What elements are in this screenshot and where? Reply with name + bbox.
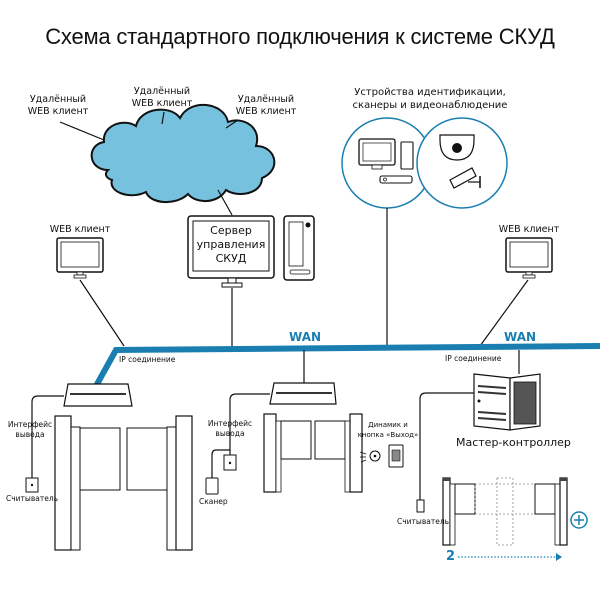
link-master-reader [419, 392, 474, 500]
turnstile-post-right [175, 415, 193, 551]
remote-client-label-2-line2: WEB клиент [131, 98, 193, 109]
arrow-right-icon [556, 553, 562, 561]
devices-caption: Устройства идентификации, сканеры и виде… [340, 86, 520, 112]
turnstile-2 [205, 350, 363, 495]
ip-connection-label-2: IP соединение [445, 354, 502, 363]
card-reader-icon [400, 141, 414, 170]
web-client-left-label: WEB клиент [49, 224, 111, 235]
remote-client-label-3-line1: Удалённый [237, 94, 295, 105]
web-client-left-monitor-icon [56, 237, 104, 279]
remote-client-label-2-line1: Удалённый [133, 86, 191, 97]
server-label-line1: Сервер [210, 224, 252, 237]
link-cloud-server [217, 189, 233, 216]
turnstile-2-interface-line1: Интерфейс [207, 419, 253, 428]
turnstile-1-interface-line1: Интерфейс [7, 420, 53, 429]
speaker-exit-label-line1: Динамик и [368, 421, 408, 429]
link-web-client-right [479, 279, 529, 347]
web-client-right-label: WEB клиент [498, 224, 560, 235]
devices-caption-line1: Устройства идентификации, [354, 87, 506, 98]
master-controller-icon [473, 373, 541, 431]
link-web-client-left [79, 279, 125, 347]
remote-client-label-3-line2: WEB клиент [235, 106, 297, 117]
remote-client-label-1-line1: Удалённый [29, 94, 87, 105]
wan-label-1: WAN [289, 330, 322, 344]
turnstile-2-interface-label: Интерфейс вывода [200, 419, 260, 439]
wan-line [93, 343, 600, 388]
scanner-icon [205, 477, 219, 495]
turnstile-door-left [79, 427, 121, 491]
server-label-line2: управления [196, 238, 266, 251]
exit-button-icon [388, 444, 404, 468]
remote-client-label-2: Удалённый WEB клиент [122, 86, 202, 110]
speaker-icon [359, 450, 381, 463]
turnstile-1 [25, 383, 193, 551]
turnstile-2-interface-line2: вывода [215, 429, 245, 438]
page-title: Схема стандартного подключения к системе… [45, 24, 555, 49]
server-monitor-icon [187, 215, 275, 288]
link-remote-client-2 [161, 111, 165, 125]
web-client-right-monitor-icon [505, 237, 553, 279]
turnstile-3 [442, 477, 568, 546]
turnstile-door-open-outline [474, 483, 536, 515]
remote-client-label-1: Удалённый WEB клиент [18, 94, 98, 118]
server-tower-icon [283, 215, 315, 281]
speaker-exit-label-line2: кнопка «Выход» [357, 431, 419, 439]
remote-client-label-3: Удалённый WEB клиент [226, 94, 306, 118]
server-label: Сервер управления СКУД [193, 224, 269, 266]
turnstile-1-reader-label: Считыватель [6, 494, 59, 503]
wan-label-2: WAN [504, 330, 537, 344]
master-controller-label: Мастер-контроллер [456, 436, 571, 449]
link-remote-client-1 [59, 121, 105, 141]
card-reader-icon [416, 499, 425, 513]
turnstile-door-right [126, 427, 168, 491]
devices-circle-right [416, 117, 508, 209]
turnstile-count-label: 2 [446, 549, 456, 564]
video-recorder-icon [379, 175, 413, 184]
turnstile-3-reader-label: Считыватель [397, 517, 450, 526]
plus-circle-icon[interactable] [570, 511, 588, 529]
turnstile-1-interface-label: Интерфейс вывода [2, 420, 58, 440]
ip-connection-label-1: IP соединение [119, 355, 176, 364]
turnstile-1-interface-line2: вывода [15, 430, 45, 439]
speaker-exit-label: Динамик и кнопка «Выход» [356, 420, 420, 440]
server-label-line3: СКУД [215, 252, 247, 265]
link-remote-client-3 [225, 119, 239, 129]
remote-client-label-1-line2: WEB клиент [27, 106, 89, 117]
devices-caption-line2: сканеры и видеонаблюдение [352, 100, 508, 111]
turnstile-2-scanner-label: Сканер [199, 497, 228, 506]
bullet-camera-icon [449, 167, 477, 189]
devices-circle-left [341, 117, 433, 209]
cloud-icon [90, 103, 276, 203]
